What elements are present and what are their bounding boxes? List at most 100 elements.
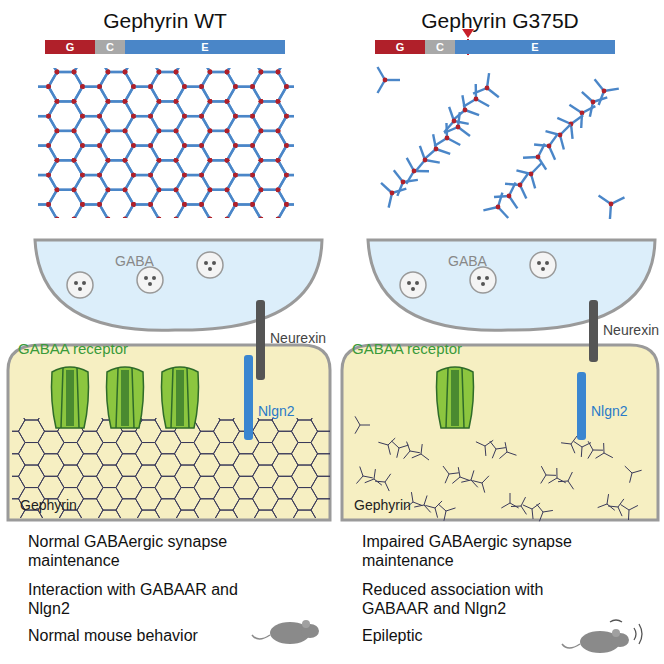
stroke <box>185 203 202 205</box>
stroke <box>292 488 299 499</box>
stroke <box>80 114 85 119</box>
stroke <box>116 499 123 510</box>
stroke <box>202 87 211 102</box>
stroke <box>225 99 230 104</box>
protein-label: Neurexin <box>603 322 659 339</box>
stroke <box>194 476 201 487</box>
stroke <box>176 175 185 190</box>
stroke <box>45 453 58 454</box>
stroke <box>201 453 214 454</box>
stroke <box>278 116 287 131</box>
stroke <box>202 116 211 131</box>
stroke <box>77 465 84 476</box>
stroke <box>12 476 19 477</box>
stroke <box>201 498 214 499</box>
stroke <box>83 115 100 117</box>
stroke <box>55 158 60 163</box>
stroke <box>543 510 553 512</box>
stroke <box>61 368 79 428</box>
stroke <box>388 438 395 445</box>
stroke <box>181 465 194 466</box>
stroke <box>181 465 194 466</box>
stroke <box>360 425 370 426</box>
stroke <box>253 190 262 205</box>
domain-label: C <box>436 42 444 53</box>
stroke <box>439 504 446 511</box>
stroke <box>100 190 109 205</box>
stroke <box>253 420 260 431</box>
stroke <box>175 510 182 518</box>
stroke <box>202 175 211 190</box>
stroke <box>77 443 84 454</box>
stroke <box>175 431 182 442</box>
stroke <box>208 267 212 271</box>
stroke <box>116 476 123 487</box>
stroke <box>148 173 153 178</box>
stroke <box>25 420 38 421</box>
stroke <box>46 143 51 148</box>
stroke <box>250 84 255 89</box>
stroke <box>45 476 58 477</box>
stroke <box>83 203 100 205</box>
stroke <box>253 465 260 476</box>
stroke <box>201 431 214 432</box>
stroke <box>38 431 45 442</box>
stroke <box>485 86 490 91</box>
stroke <box>55 187 60 192</box>
stroke <box>220 420 233 421</box>
stroke <box>210 159 227 161</box>
stroke <box>25 487 38 488</box>
stroke <box>311 465 318 476</box>
stroke <box>278 190 287 205</box>
stroke <box>155 476 162 487</box>
stroke <box>240 453 253 454</box>
stroke <box>38 418 45 420</box>
stroke <box>142 420 155 421</box>
stroke <box>97 510 104 518</box>
stroke <box>77 510 84 518</box>
stroke <box>227 87 236 102</box>
stroke <box>151 101 160 116</box>
stroke <box>202 131 211 146</box>
stroke <box>214 465 221 476</box>
stroke <box>57 130 74 132</box>
stroke <box>284 84 289 89</box>
stroke <box>412 169 417 174</box>
stroke <box>588 450 593 459</box>
stroke <box>276 70 281 75</box>
stroke <box>227 160 236 175</box>
stroke <box>259 487 272 488</box>
stroke <box>424 495 427 505</box>
stroke <box>151 146 160 161</box>
stroke <box>46 143 51 148</box>
stroke <box>19 476 26 487</box>
stroke <box>12 431 19 432</box>
stroke <box>261 159 278 161</box>
stroke <box>471 480 478 487</box>
stroke <box>125 160 134 175</box>
stroke <box>253 101 262 116</box>
stroke <box>233 114 238 119</box>
stroke <box>80 143 85 148</box>
stroke <box>77 431 84 442</box>
stroke <box>227 175 236 190</box>
stroke <box>539 512 543 521</box>
stroke <box>174 70 179 75</box>
stroke <box>199 202 204 207</box>
stroke <box>157 99 162 104</box>
stroke <box>185 203 202 205</box>
stroke <box>97 420 104 431</box>
stroke <box>208 187 213 192</box>
stroke <box>261 130 278 132</box>
stroke <box>253 510 260 518</box>
stroke <box>125 131 134 146</box>
stroke <box>253 499 260 510</box>
transmitter-label: GABA <box>115 253 154 270</box>
stroke <box>208 158 213 163</box>
stroke <box>123 431 136 432</box>
stroke <box>214 488 221 499</box>
stroke <box>233 143 238 148</box>
neurexin <box>256 300 265 380</box>
stroke <box>302 620 310 628</box>
stroke <box>174 187 179 192</box>
